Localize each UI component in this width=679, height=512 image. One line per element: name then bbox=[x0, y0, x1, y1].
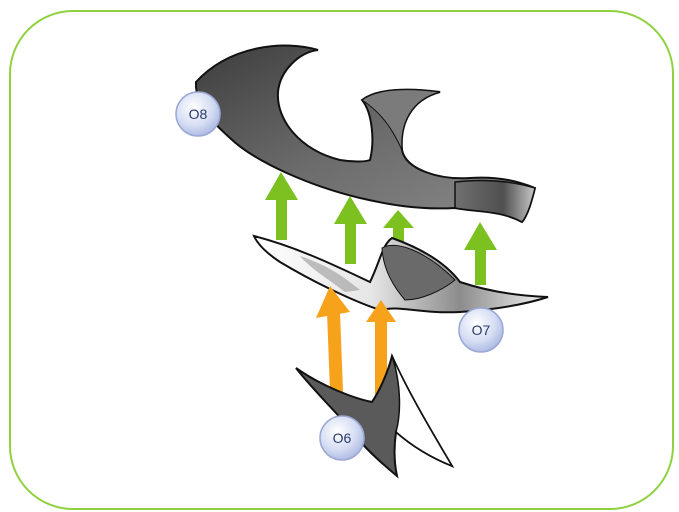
label-o7-text: O7 bbox=[472, 322, 491, 338]
green-arrow-2 bbox=[334, 196, 367, 264]
shape-o6 bbox=[295, 352, 455, 479]
label-o8-text: O8 bbox=[189, 106, 208, 122]
green-arrows bbox=[265, 172, 497, 285]
label-o7: O7 bbox=[458, 307, 504, 353]
green-arrow-4 bbox=[464, 222, 497, 285]
label-o6: O6 bbox=[319, 415, 365, 461]
orange-arrow-1 bbox=[316, 286, 350, 392]
green-arrow-1 bbox=[265, 172, 298, 240]
shape-o8 bbox=[194, 44, 537, 224]
label-o8: O8 bbox=[175, 91, 221, 137]
shape-o7 bbox=[252, 234, 549, 314]
label-o6-text: O6 bbox=[333, 430, 352, 446]
